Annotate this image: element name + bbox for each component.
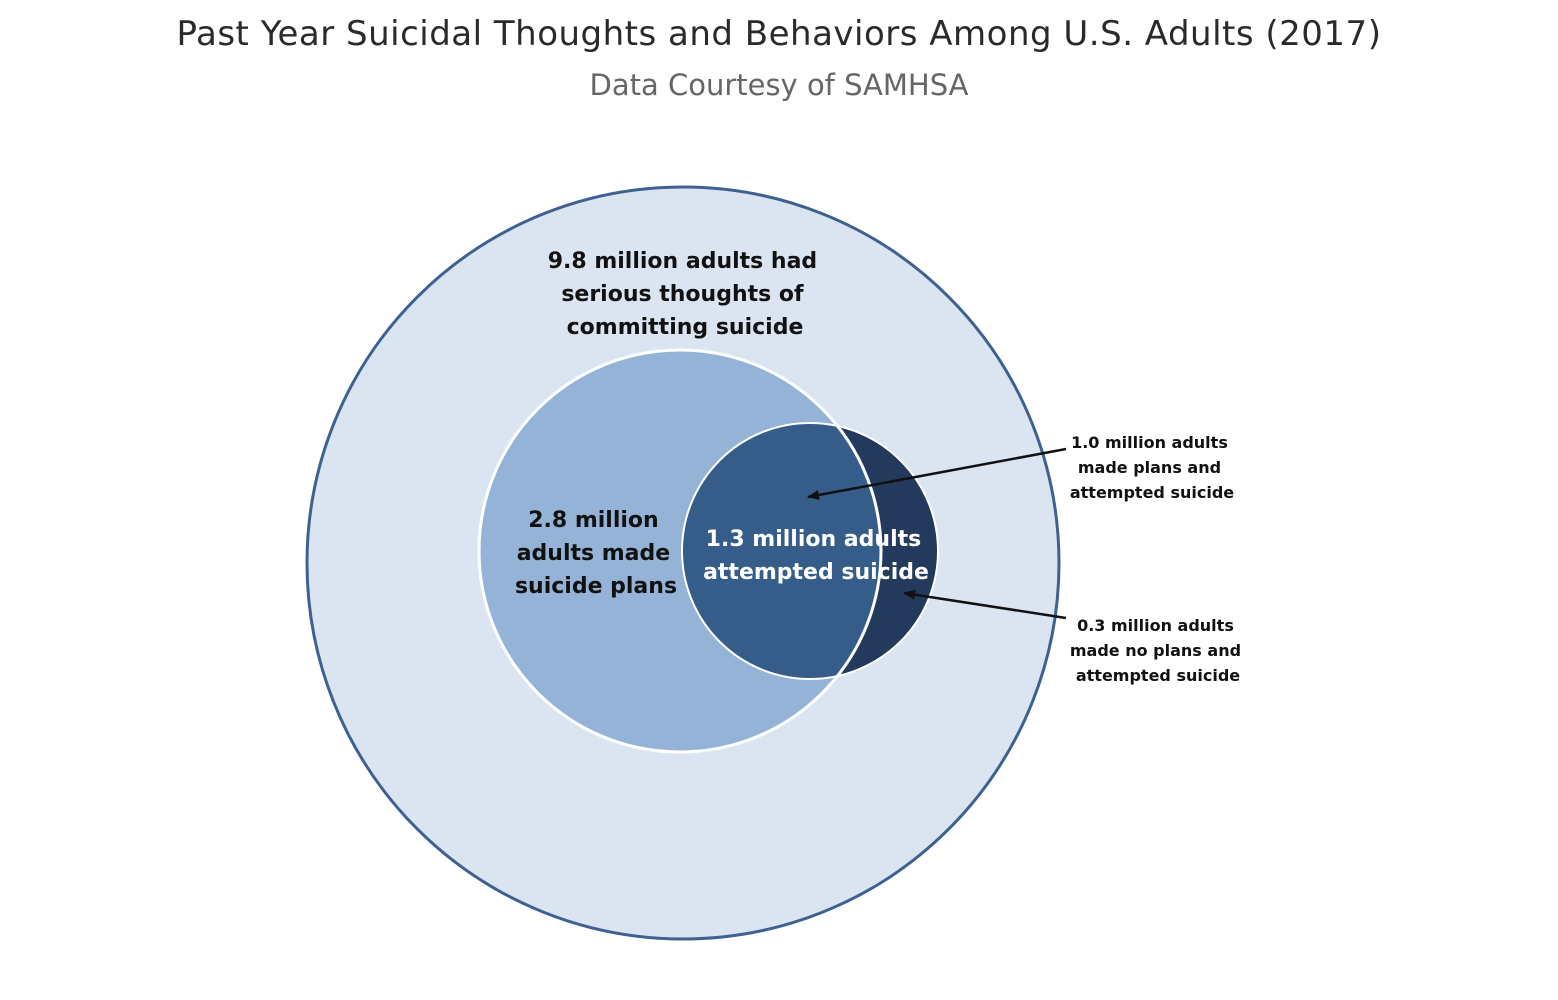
plans-circle-label: 2.8 million adults made suicide plans	[515, 508, 677, 599]
outer-label-line: serious thoughts of	[561, 282, 804, 307]
overlap-plans-attempt	[682, 423, 881, 679]
plans-label-line: 2.8 million	[528, 508, 659, 533]
outer-label-line: 9.8 million adults had	[548, 249, 817, 274]
plans-label-line: adults made	[517, 541, 671, 566]
outer-circle-label: 9.8 million adults had serious thoughts …	[548, 249, 823, 340]
attempt-label-line: attempted suicide	[703, 560, 929, 585]
callout-line: 1.0 million adults	[1071, 433, 1228, 452]
callout-line: made no plans and	[1070, 641, 1241, 660]
callout-label-planned: 1.0 million adults made plans and attemp…	[1070, 433, 1234, 502]
callout-arrow-planned	[807, 447, 1067, 500]
callout-line: attempted suicide	[1076, 666, 1240, 685]
callout-line: made plans and	[1078, 458, 1221, 477]
attempt-label-line: 1.3 million adults	[706, 527, 922, 552]
attempt-circle-border	[681, 422, 939, 680]
chart-subtitle: Data Courtesy of SAMHSA	[589, 68, 969, 102]
attempt-circle-label: 1.3 million adults attempted suicide	[703, 527, 929, 585]
callout-line: attempted suicide	[1070, 483, 1234, 502]
outer-label-line: committing suicide	[567, 315, 804, 340]
callout-line: 0.3 million adults	[1077, 616, 1234, 635]
chart-title: Past Year Suicidal Thoughts and Behavior…	[176, 14, 1382, 54]
plans-circle-border	[477, 348, 883, 754]
callout-label-unplanned: 0.3 million adults made no plans and att…	[1070, 616, 1246, 685]
plans-label-line: suicide plans	[515, 574, 677, 599]
callout-arrow-unplanned	[903, 589, 1067, 620]
